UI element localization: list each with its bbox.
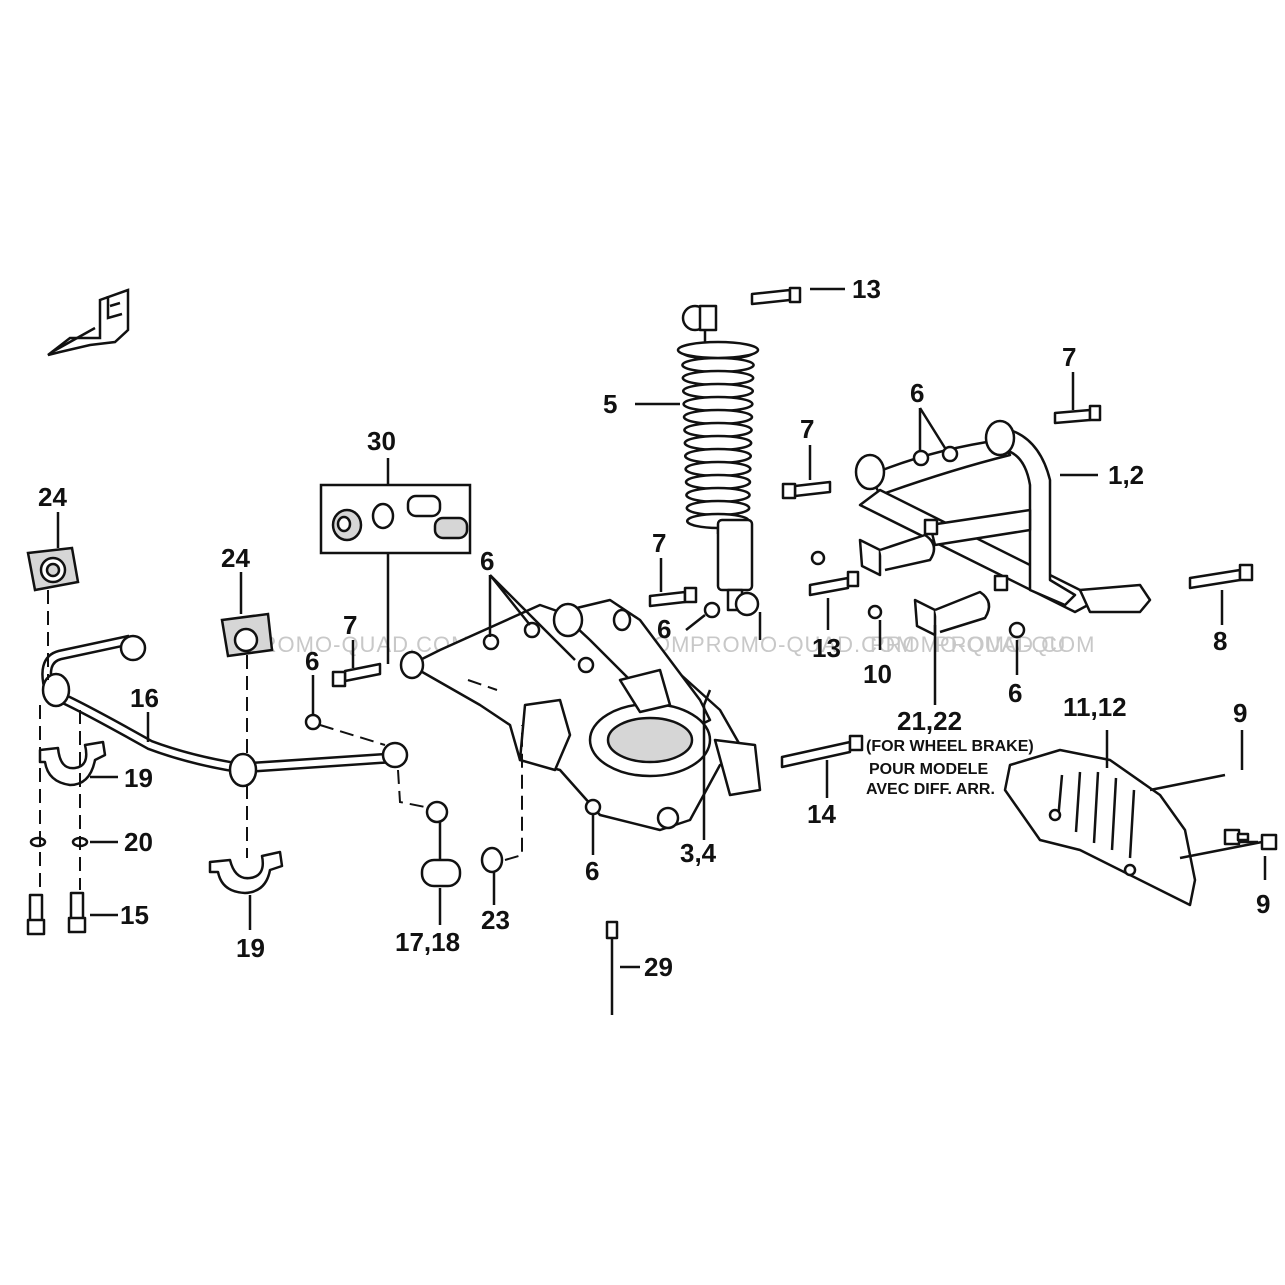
callout-14: 14: [807, 799, 836, 829]
model-notes: (FOR WHEEL BRAKE) POUR MODELE AVEC DIFF.…: [866, 738, 1034, 798]
watermark-text: PROMO-QU: [935, 632, 1066, 657]
stabilizer-bushings: [26, 546, 274, 658]
note-avec-diff: AVEC DIFF. ARR.: [866, 781, 995, 798]
callout-29: 29: [644, 952, 673, 982]
callout-13: 13: [852, 274, 881, 304]
callout-7: 7: [800, 414, 814, 444]
note-pour-modele: POUR MODELE: [869, 761, 988, 778]
callout-6: 6: [480, 546, 494, 576]
shock-absorber: [676, 304, 760, 617]
callout-9: 9: [1233, 698, 1247, 728]
callout-21-22: 21,22: [897, 706, 962, 736]
bushing-clamps: [38, 740, 284, 895]
watermark-text: PROMO-QUAD.COM: [690, 632, 915, 657]
callout-16: 16: [130, 683, 159, 713]
assembly-lines: [39, 590, 523, 890]
callout-6: 6: [1008, 678, 1022, 708]
lower-arm: [399, 598, 762, 832]
callout-15: 15: [120, 900, 149, 930]
bushing-kit: [319, 483, 472, 555]
callout-5: 5: [603, 389, 617, 419]
callout-labels: 13 5 7 6 7 1,2 30 24 24 7 6 7 6 6 13 8 1…: [38, 274, 1270, 982]
coil-spring: [680, 343, 756, 534]
stabilizer-link: [420, 800, 504, 888]
upper-a-arm: [854, 419, 1152, 614]
callout-1-2: 1,2: [1108, 460, 1144, 490]
callout-9: 9: [1256, 889, 1270, 919]
callout-7: 7: [1062, 342, 1076, 372]
skid-plate: [1003, 748, 1197, 907]
callout-19: 19: [124, 763, 153, 793]
callout-17-18: 17,18: [395, 927, 460, 957]
front-direction-arrow-icon: [47, 288, 130, 357]
callout-8: 8: [1213, 626, 1227, 656]
cable-tie: [605, 920, 619, 1015]
callout-13: 13: [812, 633, 841, 663]
note-for-wheel-brake: (FOR WHEEL BRAKE): [866, 738, 1034, 755]
callout-6: 6: [585, 856, 599, 886]
callout-6: 6: [305, 646, 319, 676]
callout-6: 6: [910, 378, 924, 408]
callout-23: 23: [481, 905, 510, 935]
callout-11-12: 11,12: [1063, 692, 1127, 722]
washers-and-bolts: [26, 836, 89, 936]
watermark-text: PROMO-QUAD.COM: [870, 632, 1095, 657]
callout-7: 7: [343, 610, 357, 640]
callout-24: 24: [38, 482, 67, 512]
leader-lines: [56, 287, 1267, 969]
fasteners: [304, 286, 1278, 851]
callout-7: 7: [652, 528, 666, 558]
callout-6: 6: [657, 614, 671, 644]
callout-20: 20: [124, 827, 153, 857]
callout-10: 10: [863, 659, 892, 689]
callout-19: 19: [236, 933, 265, 963]
callout-30: 30: [367, 426, 396, 456]
callout-24: 24: [221, 543, 250, 573]
callout-3-4: 3,4: [680, 838, 717, 868]
